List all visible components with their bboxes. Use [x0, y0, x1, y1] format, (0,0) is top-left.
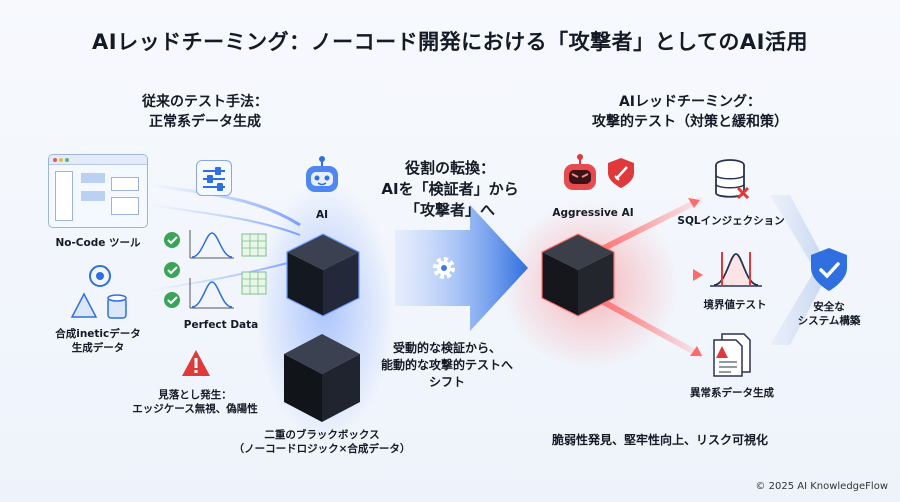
sliders-icon	[196, 160, 232, 196]
warning-icon	[182, 350, 210, 376]
double-blackbox-cube	[284, 334, 360, 422]
transform-line1: 役割の転換：	[404, 159, 495, 177]
page-title: AIレッドチーミング：ノーコード開発における「攻撃者」としてのAI活用	[92, 30, 808, 54]
boundary-chart-icon	[710, 252, 762, 287]
safe-line1: 安全な	[813, 301, 845, 313]
aggressive-ai-label: Aggressive AI	[552, 207, 634, 219]
synthetic-line2: 生成データ	[71, 342, 125, 354]
shift-line3: シフト	[428, 375, 465, 389]
nocode-tool-label: No-Code ツール	[55, 237, 141, 249]
aggressive-ai-robot-icon	[564, 154, 596, 190]
ai-robot-icon	[306, 156, 338, 192]
left-heading-line2: 正常系データ生成	[149, 114, 261, 130]
error-document-icon	[713, 333, 751, 377]
oversight-line1: 見落とし発生：	[158, 389, 232, 401]
blackbox-line2: （ノーコードロジック×合成データ）	[233, 443, 411, 455]
ai-label: AI	[315, 209, 329, 221]
safe-system-label: 安全な システム構築	[786, 300, 872, 328]
synthetic-line1: 合成ineticデータ	[55, 328, 141, 340]
gear-icon	[433, 257, 455, 279]
transform-line3: 「攻撃者」へ	[404, 201, 495, 219]
blackbox-line1: 二重のブラックボックス	[264, 429, 380, 441]
oversight-label: 見落とし発生： エッジケース無視、偽陽性	[120, 388, 270, 416]
abnormal-data-label: 異常系データ生成	[690, 387, 774, 399]
left-heading-line1: 従来のテスト手法：	[142, 94, 268, 110]
synthetic-data-label: 合成ineticデータ 生成データ	[40, 327, 156, 355]
sword-shield-icon	[608, 158, 634, 188]
blackbox-label: 二重のブラックボックス （ノーコードロジック×合成データ）	[232, 428, 412, 456]
perfect-data-graphics	[164, 230, 267, 309]
safe-line2: システム構築	[797, 315, 861, 327]
oversight-line2: エッジケース無視、偽陽性	[132, 403, 258, 415]
transform-text: 役割の転換： AIを「検証者」から 「攻撃者」へ	[370, 158, 530, 221]
nocode-window-icon	[48, 154, 148, 228]
synthetic-data-icon	[70, 265, 127, 319]
shift-line1: 受動的な検証から、	[392, 341, 501, 355]
result-text: 脆弱性発見、堅牢性向上、リスク可視化	[551, 433, 768, 447]
copyright-footer: © 2025 AI KnowledgeFlow	[755, 481, 888, 492]
right-heading-line2: 攻撃的テスト（対策と緩和策）	[592, 114, 788, 130]
big-transform-arrow	[395, 205, 528, 331]
attack-cube	[541, 233, 615, 317]
sql-injection-label: SQLインジェクション	[677, 215, 785, 227]
shift-line2: 能動的な攻撃的テストへ	[380, 358, 513, 372]
shift-text: 受動的な検証から、 能動的な攻撃的テストへ シフト	[362, 340, 532, 391]
transform-line2: AIを「検証者」から	[381, 180, 519, 198]
left-heading: 従来のテスト手法： 正常系データ生成	[110, 92, 300, 132]
ai-blackbox-cube	[286, 233, 360, 317]
database-error-icon	[715, 159, 750, 200]
check-shield-icon	[811, 248, 847, 291]
right-heading: AIレッドチーミング： 攻撃的テスト（対策と緩和策）	[570, 92, 810, 132]
perfect-data-label: Perfect Data	[183, 319, 259, 331]
right-heading-line1: AIレッドチーミング：	[618, 94, 762, 110]
boundary-test-label: 境界値テスト	[703, 299, 767, 311]
